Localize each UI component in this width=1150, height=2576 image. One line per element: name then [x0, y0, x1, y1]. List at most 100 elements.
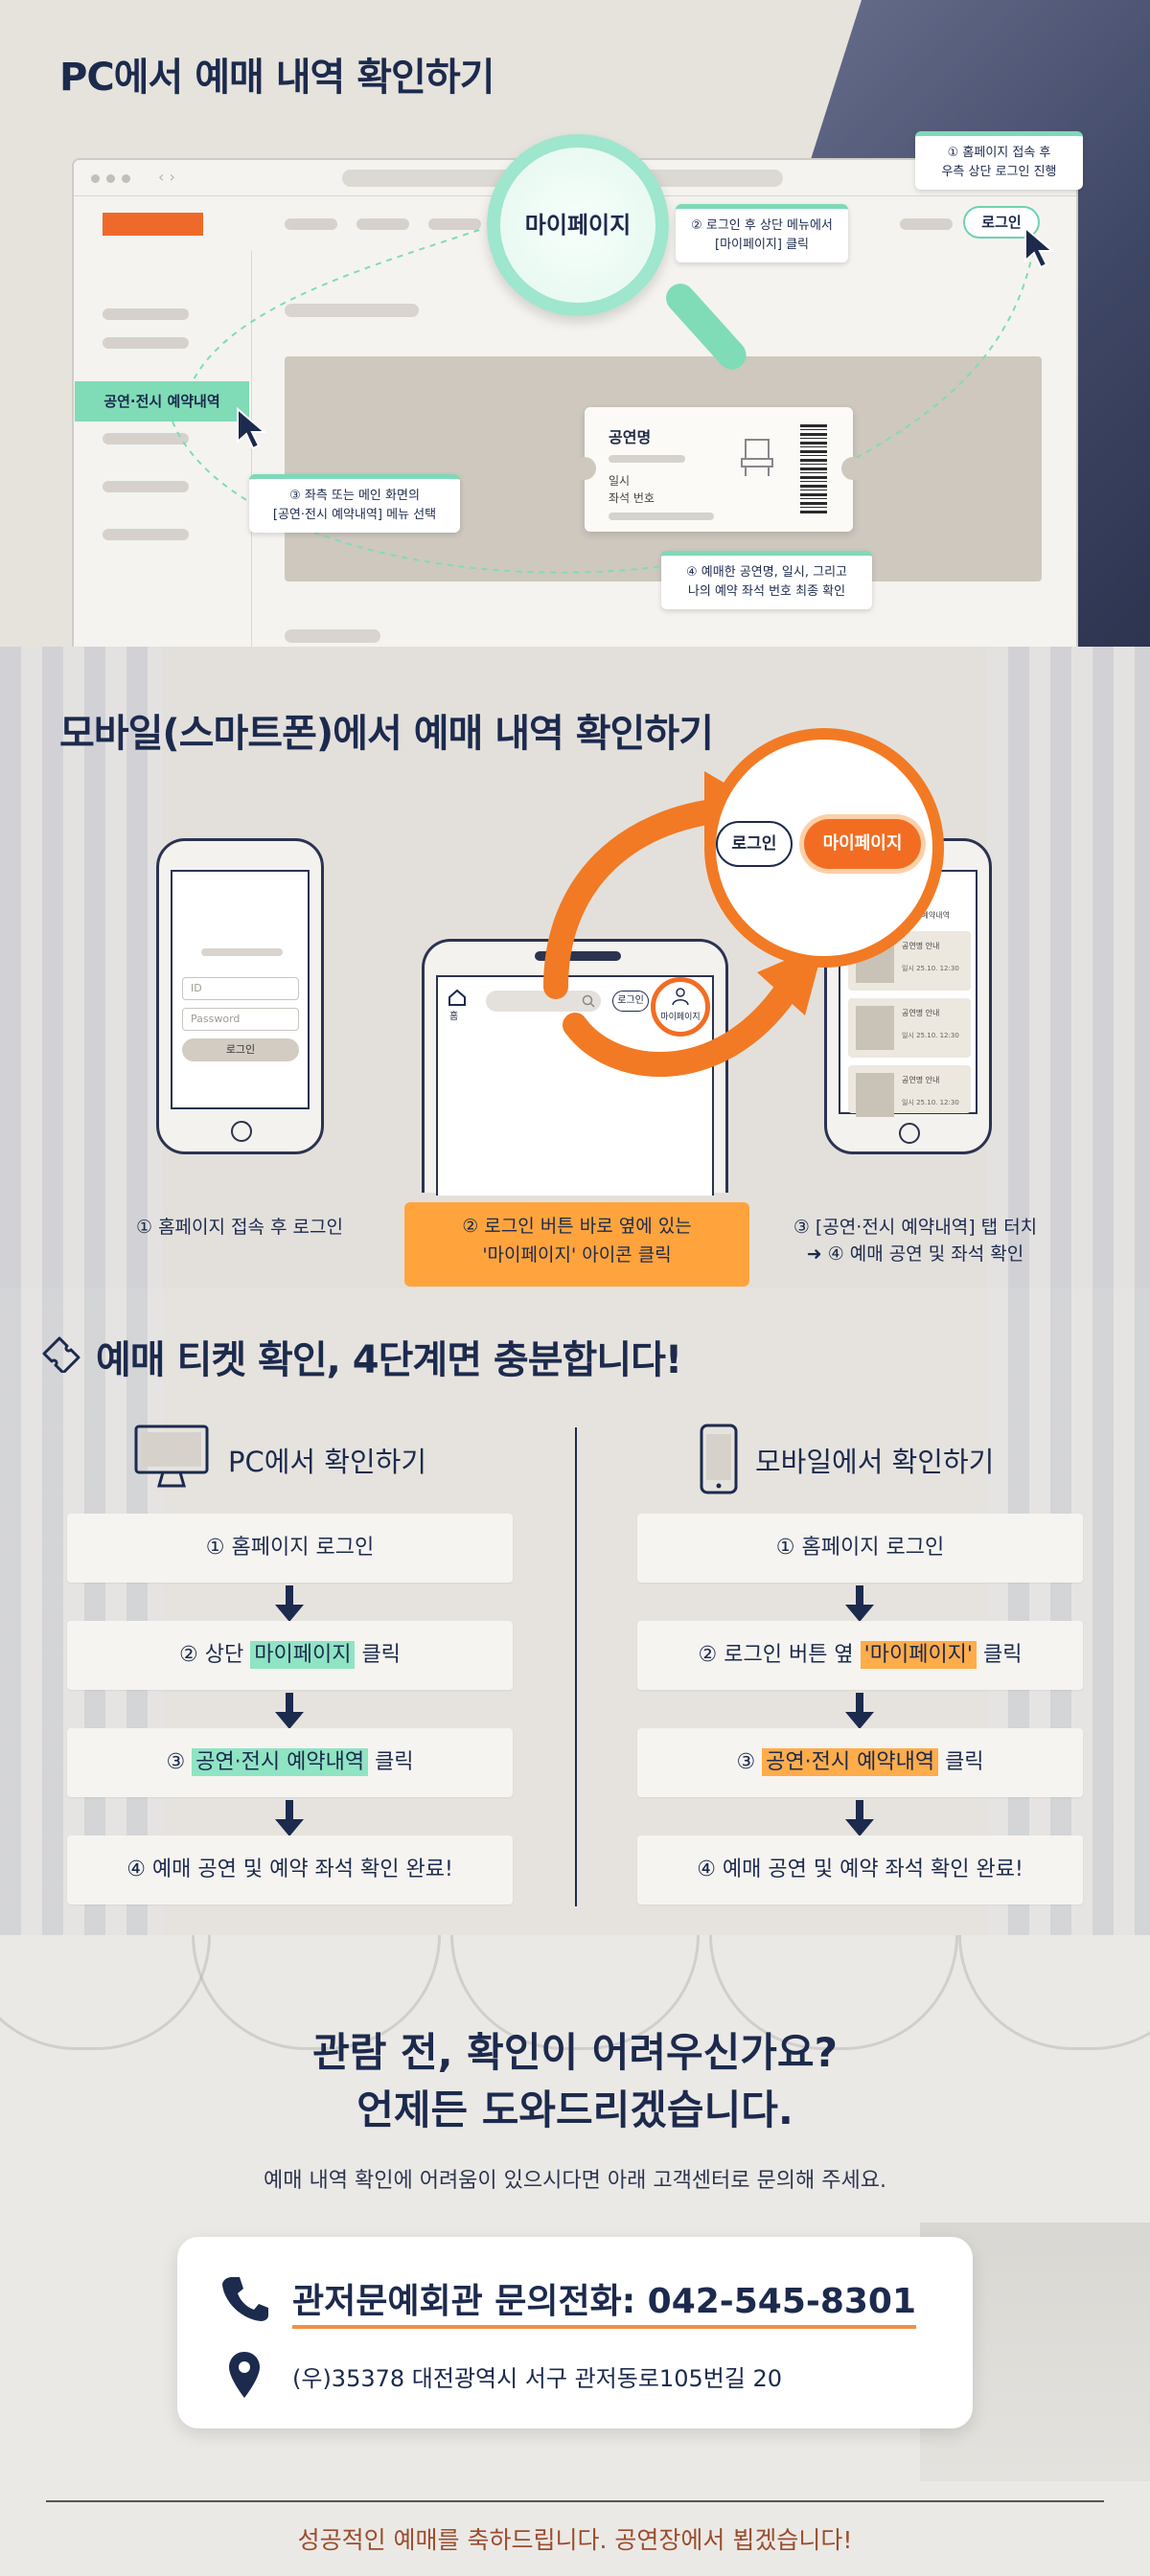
pc-step-2: ② 상단 마이페이지 클릭: [67, 1621, 513, 1690]
mobile-step-3: ③ 공연·전시 예약내역 클릭: [637, 1728, 1083, 1797]
login-mini-button: 로그인: [182, 1038, 299, 1061]
search-bar: [486, 991, 601, 1012]
down-arrow-icon: [856, 1800, 863, 1821]
window-dot: [106, 174, 115, 183]
sidebar-placeholder: [103, 433, 189, 445]
help-subtext: 예매 내역 확인에 어려움이 있으시다면 아래 고객센터로 문의해 주세요.: [264, 2169, 886, 2193]
down-arrow-icon: [286, 1800, 293, 1821]
down-arrow-icon: [845, 1712, 874, 1729]
ticket-icon: [42, 1336, 80, 1373]
chevron-nav-icon: ‹ ›: [158, 168, 175, 186]
contact-address: (우)35378 대전광역시 서구 관저동로105번길 20: [292, 2365, 783, 2392]
barcode-icon: [800, 424, 827, 515]
zoom-bubble: 로그인 마이페이지: [704, 728, 944, 968]
help-headline-2: 언제든 도와드리겠습니다.: [356, 2086, 794, 2133]
menu-placeholder: [356, 218, 409, 230]
highlight-mypage: 마이페이지: [250, 1641, 356, 1669]
step-text: ③: [166, 1750, 193, 1774]
footer-divider: [46, 2500, 1104, 2502]
column-divider: [575, 1427, 577, 1906]
help-section: 관람 전, 확인이 어려우신가요? 언제든 도와드리겠습니다. 예매 내역 확인…: [0, 1935, 1150, 2576]
highlight-reservations: 공연·전시 예약내역: [762, 1748, 939, 1776]
search-icon: [582, 994, 595, 1008]
pc-step-4: ④ 예매 공연 및 예약 좌석 확인 완료!: [67, 1835, 513, 1904]
mobile-step-4: ④ 예매 공연 및 예약 좌석 확인 완료!: [637, 1835, 1083, 1904]
step-text: ② 상단: [179, 1643, 251, 1667]
curtain-decoration-left: [0, 1288, 163, 1935]
home-button-icon: [231, 1121, 252, 1142]
menu-placeholder: [428, 218, 481, 230]
id-input: ID: [182, 977, 299, 1000]
card-date: 일시 25.10. 12:30: [902, 965, 959, 972]
menu-tag-reservations: 공연·전시 예약내역: [75, 381, 249, 422]
step1-callout: ① 홈페이지 접속 후 우측 상단 로그인 진행: [915, 131, 1083, 190]
card-thumb: [856, 1006, 894, 1050]
contact-card: 관저문예회관 문의전화: 042-545-8301 (우)35378 대전광역시…: [177, 2237, 973, 2428]
site-logo-placeholder: [103, 213, 203, 236]
ticket-illustration: 공연명 일시 좌석 번호: [573, 407, 864, 532]
location-pin-icon: [229, 2352, 260, 2398]
highlight-reservations: 공연·전시 예약내역: [192, 1748, 369, 1776]
card-date: 일시 25.10. 12:30: [902, 1099, 959, 1106]
curtain-decoration-left: [0, 647, 163, 1288]
home-button-icon: [899, 1123, 920, 1144]
mobile-caption-3: ③ [공연·전시 예약내역] 탭 터치 ➜ ④ 예매 공연 및 좌석 확인: [793, 1217, 1038, 1265]
sidebar-placeholder: [103, 308, 189, 320]
help-headline-1: 관람 전, 확인이 어려우신가요?: [312, 2029, 838, 2076]
ticket-notch: [841, 457, 864, 480]
cursor-arrow-icon: [1024, 226, 1055, 269]
summary-section: 예매 티켓 확인, 4단계면 충분합니다! PC에서 확인하기 ① 홈페이지 로…: [0, 1288, 1150, 1935]
smartphone-icon: [700, 1424, 738, 1494]
reservation-card: 공연명 안내 일시 25.10. 12:30: [848, 998, 971, 1058]
down-arrow-icon: [286, 1693, 293, 1714]
ticket-line-placeholder: [609, 455, 685, 463]
phone-login-illustration: ID Password 로그인: [156, 838, 324, 1154]
step-text: ② 로그인 버튼 옆: [698, 1643, 861, 1667]
window-dot: [122, 174, 130, 183]
ticket-notch: [573, 457, 596, 480]
down-arrow-icon: [275, 1605, 304, 1622]
bubble-login-button: 로그인: [716, 821, 793, 867]
flow-dashed-path: [172, 229, 1036, 574]
down-arrow-icon: [286, 1585, 293, 1607]
card-title: 공연명 안내: [902, 942, 940, 950]
mobile-section-title: 모바일(스마트폰)에서 예매 내역 확인하기: [59, 712, 714, 756]
pc-step-1: ① 홈페이지 로그인: [67, 1514, 513, 1583]
window-dot: [91, 174, 100, 183]
pc-step-3: ③ 공연·전시 예약내역 클릭: [67, 1728, 513, 1797]
phone-icon: [222, 2277, 268, 2321]
down-arrow-icon: [845, 1605, 874, 1622]
person-icon: [672, 988, 689, 1006]
curtain-decoration-right: [987, 1288, 1150, 1935]
mypage-magnified-label: 마이페이지: [524, 212, 632, 239]
phone-mypage-illustration: 홈 로그인 마이페이지: [422, 939, 728, 1196]
step-text: 클릭: [976, 1643, 1023, 1667]
down-arrow-icon: [275, 1712, 304, 1729]
down-arrow-icon: [275, 1819, 304, 1836]
contact-phone[interactable]: 관저문예회관 문의전화: 042-545-8301: [292, 2273, 917, 2329]
content-placeholder: [285, 629, 380, 643]
card-date: 일시 25.10. 12:30: [902, 1032, 959, 1039]
phone-speaker: [535, 951, 621, 961]
mobile-caption-2: ② 로그인 버튼 바로 옆에 있는 '마이페이지' 아이콘 클릭: [404, 1202, 749, 1287]
card-thumb: [856, 1073, 894, 1117]
sidebar-placeholder: [103, 529, 189, 540]
step2-callout: ② 로그인 후 상단 메뉴에서 [마이페이지] 클릭: [676, 204, 848, 262]
step-text: ③: [736, 1750, 763, 1774]
home-icon: [448, 989, 466, 1006]
mypage-small-label: 마이페이지: [660, 1013, 701, 1022]
step4-callout: ④ 예매한 공연명, 일시, 그리고 나의 예약 좌석 번호 최종 확인: [661, 551, 872, 609]
ticket-line-placeholder: [609, 513, 714, 520]
login-pill-small: 로그인: [612, 991, 649, 1012]
mobile-section: 모바일(스마트폰)에서 예매 내역 확인하기 ID Password 로그인 홈…: [0, 647, 1150, 1288]
step-text: 클릭: [355, 1643, 401, 1667]
ticket-date-label: 일시: [609, 474, 631, 488]
phone-screen: 홈 로그인 마이페이지: [436, 975, 714, 1196]
title-placeholder: [201, 948, 283, 956]
monitor-icon: [134, 1425, 209, 1488]
home-label: 홈: [449, 1012, 459, 1022]
mobile-caption-1: ① 홈페이지 접속 후 로그인: [136, 1217, 343, 1238]
step-text: 클릭: [368, 1750, 414, 1774]
mypage-highlight-ring: [651, 977, 710, 1037]
down-arrow-icon: [856, 1693, 863, 1714]
